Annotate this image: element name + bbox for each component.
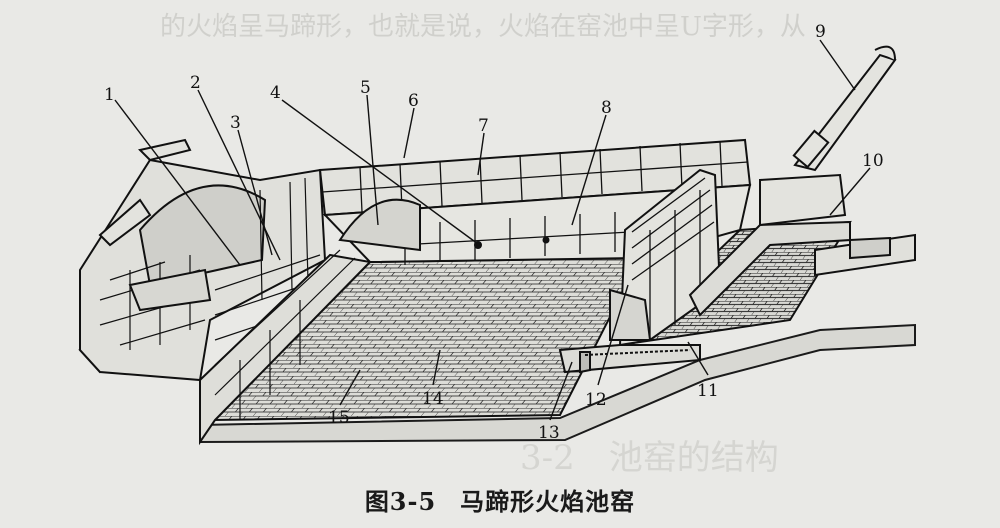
callout-5: 5 [360,78,371,98]
callout-leaders [114,39,871,421]
callout-2: 2 [190,73,201,93]
callout-15: 15 [328,408,350,428]
callout-4: 4 [270,83,281,103]
callout-13: 13 [538,423,560,443]
figure-number: 图3-5 [364,487,437,516]
bleed-through-heading-text: 3-2 池窑的结构 [520,438,779,478]
working-end-walls [688,173,916,317]
callout-7: 7 [478,116,489,136]
callout-10: 10 [862,151,884,171]
callout-labels: 1 2 3 4 5 6 7 8 9 10 11 12 13 14 15 [104,22,884,443]
batch-charger [792,45,897,172]
callout-3: 3 [230,113,241,133]
figure-title: 马蹄形火焰池窑 [460,487,636,516]
callout-11: 11 [697,381,719,401]
left-port-tube [98,138,192,247]
figure-caption: 图3-5 马蹄形火焰池窑 [0,482,1000,517]
callout-8: 8 [601,98,612,118]
callout-9: 9 [815,22,826,42]
bleed-through-top-text: 的火焰呈马蹄形，也就是说，火焰在窑池中呈U字形，从 [160,12,806,42]
callout-1: 1 [104,85,115,105]
callout-12: 12 [585,390,607,410]
callout-14: 14 [422,389,444,409]
callout-6: 6 [408,91,419,111]
side-wall [199,249,373,446]
